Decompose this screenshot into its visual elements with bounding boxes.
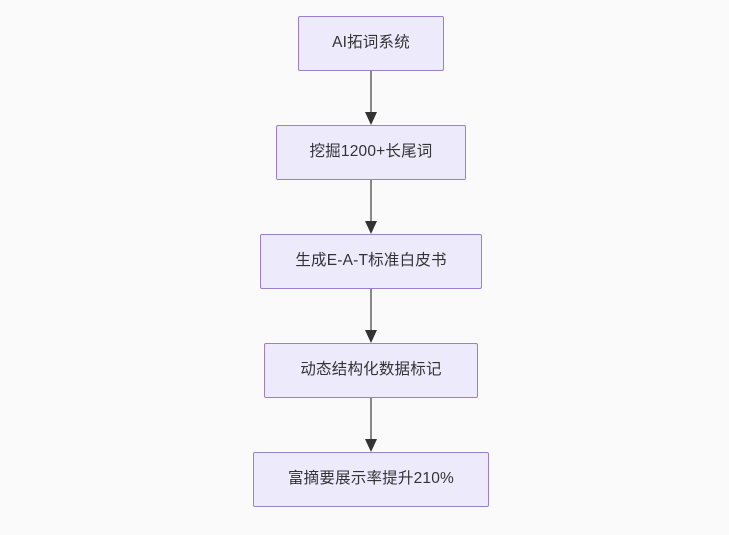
node-label: 富摘要展示率提升210%: [287, 470, 455, 488]
edge-n1-n2: [365, 71, 377, 125]
edge-n2-n3: [365, 180, 377, 234]
edge-n4-n5: [365, 398, 377, 452]
node-label: 生成E-A-T标准白皮书: [295, 252, 447, 270]
flowchart-node-ai-keyword-system[interactable]: AI拓词系统: [298, 16, 444, 71]
flowchart-node-rich-snippet-result[interactable]: 富摘要展示率提升210%: [253, 452, 489, 507]
node-label: 挖掘1200+长尾词: [309, 143, 433, 161]
edge-n3-n4: [365, 289, 377, 343]
flowchart-node-eat-whitepaper[interactable]: 生成E-A-T标准白皮书: [260, 234, 482, 289]
flowchart-node-structured-data-markup[interactable]: 动态结构化数据标记: [264, 343, 478, 398]
node-label: AI拓词系统: [332, 34, 410, 52]
flowchart-node-longtail-keywords[interactable]: 挖掘1200+长尾词: [276, 125, 466, 180]
node-label: 动态结构化数据标记: [300, 361, 442, 379]
